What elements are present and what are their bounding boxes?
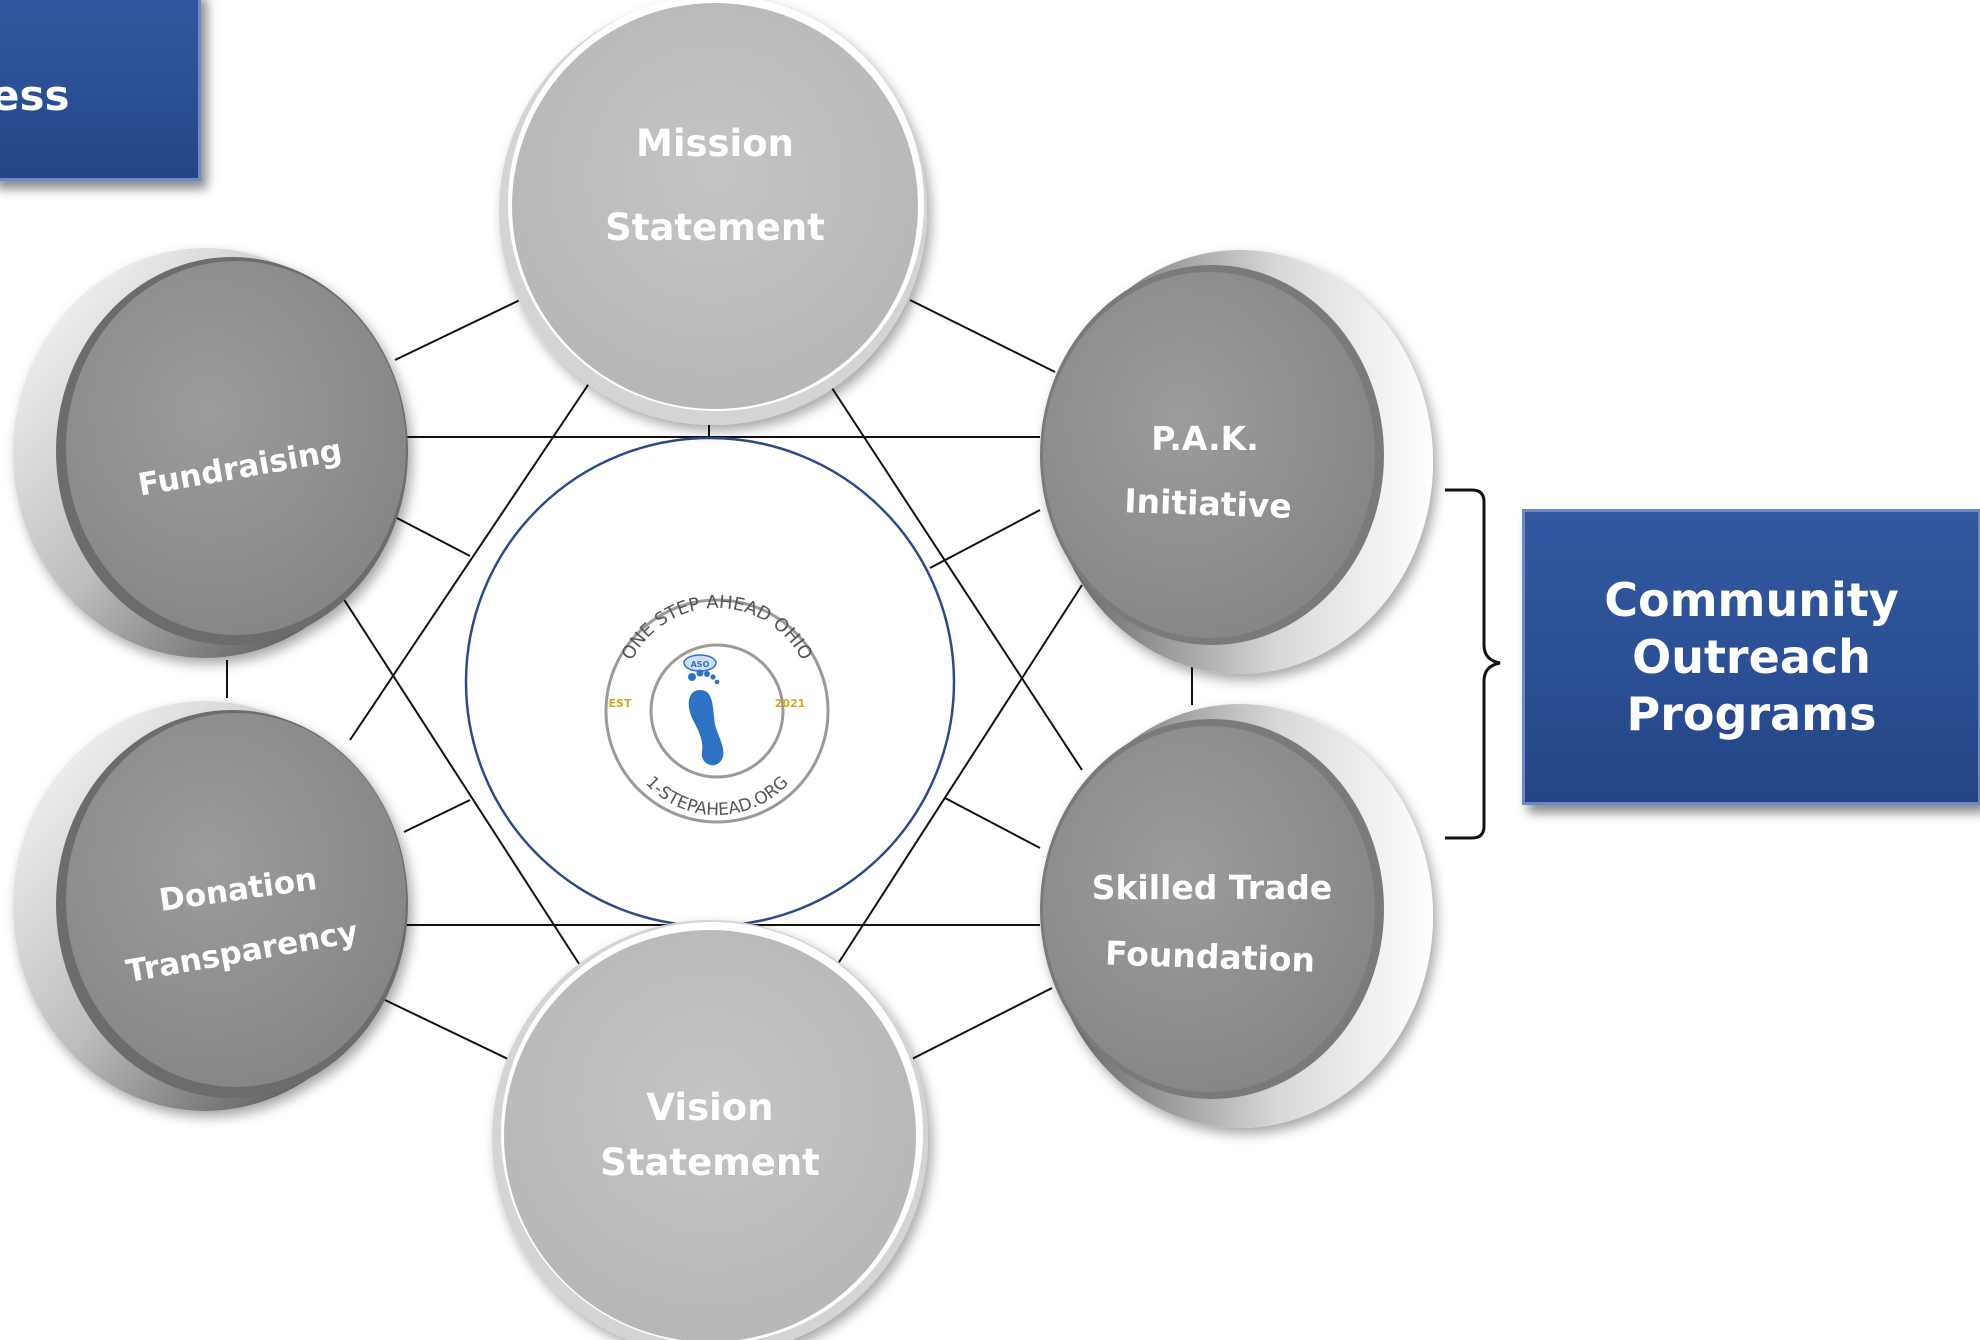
corner-heading-box: ess [0, 0, 201, 181]
node-skilled-label-2: Foundation [1104, 933, 1315, 979]
node-pak-initiative: P.A.K. Initiative [1040, 250, 1433, 674]
outreach-line-1: Community [1604, 572, 1899, 627]
node-vision-label-2: Statement [600, 1141, 820, 1184]
node-mission-label-2: Statement [605, 206, 825, 249]
outreach-line-2: Outreach [1632, 629, 1871, 684]
outreach-line-3: Programs [1626, 686, 1877, 741]
connector-lines [226, 299, 1193, 1061]
node-mission-label-1: Mission [636, 122, 794, 165]
node-pak-label-1: P.A.K. [1151, 419, 1258, 458]
node-vision-label-1: Vision [646, 1086, 773, 1129]
node-mission-statement: Mission Statement [499, 0, 927, 425]
node-skilled-trade-foundation: Skilled Trade Foundation [1040, 704, 1433, 1128]
logo-est: EST [609, 697, 632, 710]
node-fundraising: Fundraising [13, 248, 408, 658]
community-outreach-box: Community Outreach Programs [1522, 509, 1980, 805]
node-donation-transparency: Donation Transparency [13, 701, 408, 1111]
node-vision-statement: Vision Statement [492, 920, 928, 1340]
right-bracket [1445, 488, 1501, 840]
logo-mini-badge: ASO [691, 660, 710, 669]
node-skilled-label-1: Skilled Trade [1092, 868, 1333, 907]
logo-year: 2021 [775, 697, 806, 710]
organization-logo: ONE STEP AHEAD OHIO 1-STEPAHEAD.ORG EST … [604, 592, 830, 824]
footprint-icon [688, 669, 724, 766]
corner-heading-label: ess [0, 71, 70, 120]
node-pak-label-2: Initiative [1124, 481, 1293, 526]
